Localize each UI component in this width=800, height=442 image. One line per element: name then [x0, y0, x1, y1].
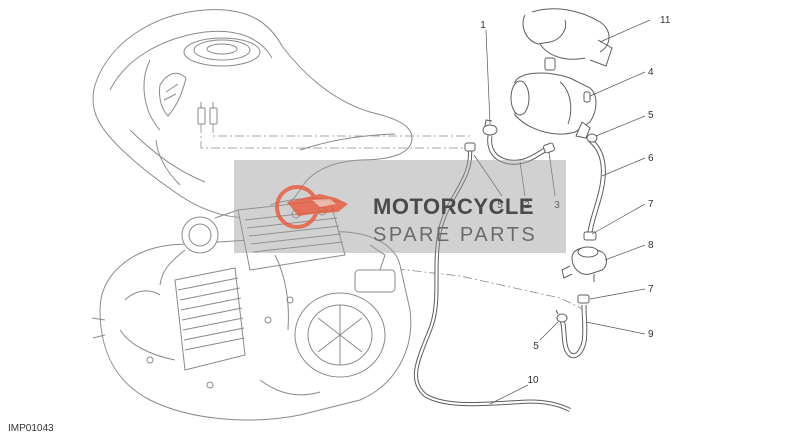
bracket-11 [522, 8, 613, 71]
callout-7: 7 [648, 199, 654, 210]
callout-6: 6 [648, 153, 654, 164]
callout-8: 8 [648, 240, 654, 251]
hose-9 [559, 304, 588, 359]
tank-breather-fittings [197, 102, 218, 125]
clamp-5-lower [555, 309, 568, 323]
hose-6 [587, 138, 606, 233]
watermark-title: MOTORCYCLE [373, 194, 534, 219]
engine [91, 197, 412, 421]
callout-2: 2 [524, 200, 530, 211]
callout-4: 4 [648, 67, 654, 78]
watermark-subtitle: SPARE PARTS [373, 224, 537, 246]
clamp-1 [482, 119, 498, 136]
callout-labels: 1 11 4 5 6 5 2 3 7 8 7 9 5 10 [480, 15, 671, 386]
callout-5: 5 [533, 341, 539, 352]
clamp-7-lower [577, 294, 590, 304]
leader-lines [473, 19, 651, 405]
clamp-3 [542, 142, 556, 154]
diagram-code: IMP01043 [8, 423, 54, 434]
watermark-band [234, 160, 566, 253]
callout-1: 1 [480, 20, 486, 31]
callout-7: 7 [648, 284, 654, 295]
callout-5: 5 [648, 110, 654, 121]
callout-5: 5 [497, 200, 503, 211]
clamp-5-upper [586, 133, 598, 143]
hose-10 [413, 149, 571, 412]
callout-9: 9 [648, 329, 654, 340]
hose-2 [487, 135, 550, 165]
fuel-tank [92, 9, 413, 219]
clamp-7-upper [583, 231, 597, 241]
valve-8 [561, 246, 607, 282]
hose-10-fitting [464, 142, 476, 152]
routing-dashed-lines [200, 124, 586, 311]
canister-4 [510, 72, 597, 139]
watermark-logo [275, 185, 348, 229]
callout-10: 10 [527, 375, 539, 386]
callout-3: 3 [554, 200, 560, 211]
watermark: MOTORCYCLE SPARE PARTS [234, 160, 566, 253]
callout-11: 11 [660, 15, 671, 26]
